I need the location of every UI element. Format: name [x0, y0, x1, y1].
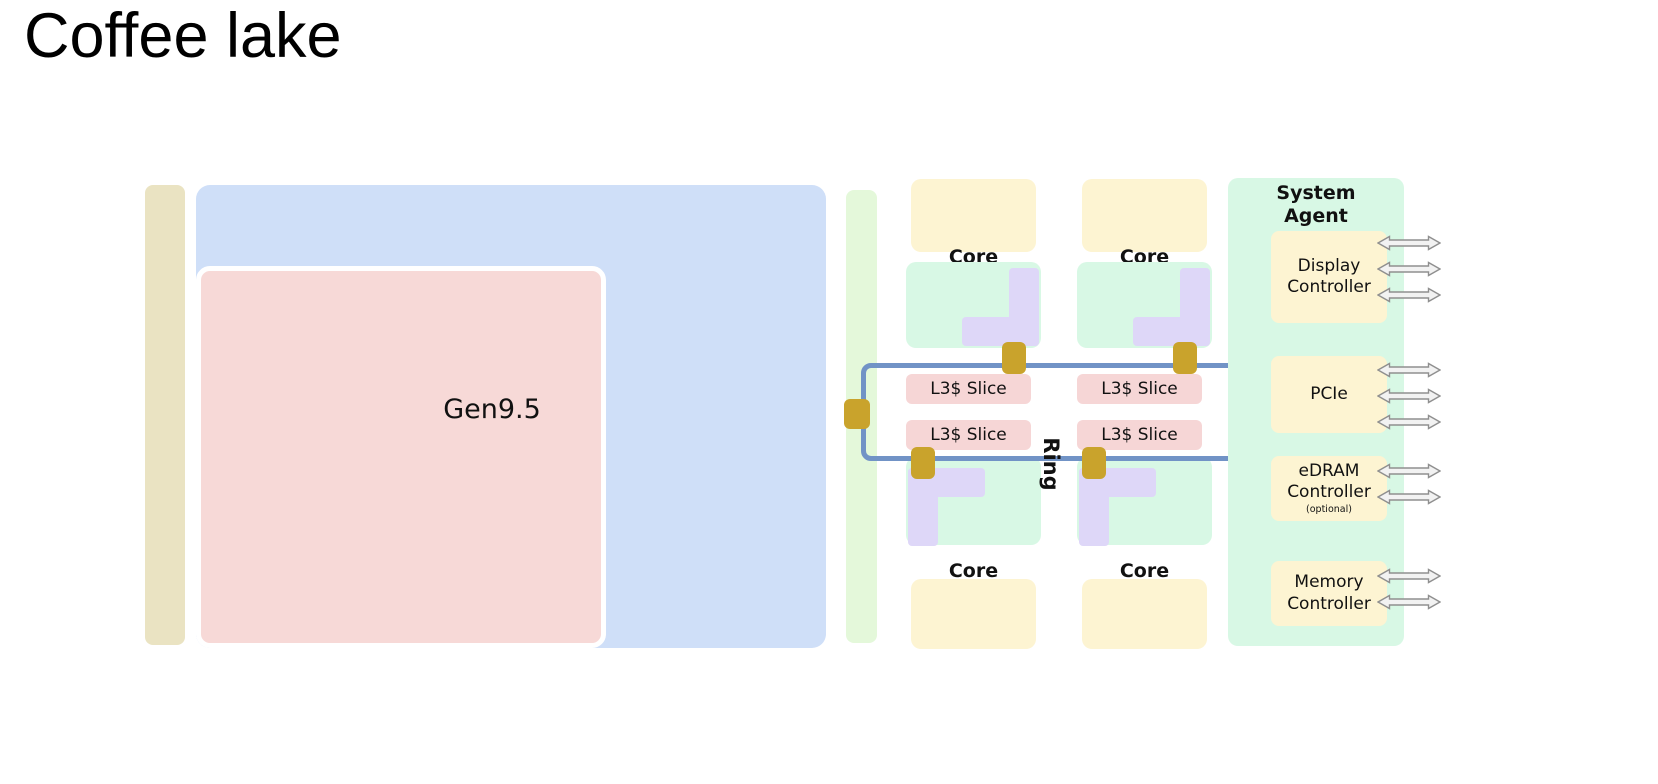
- l3-slice: L3$ Slice: [906, 374, 1031, 404]
- pcie-io-arrows: [1377, 361, 1441, 431]
- display-controller-block: Display Controller: [1271, 231, 1387, 323]
- memory-controller-label: Memory Controller: [1287, 572, 1371, 614]
- bidirectional-arrow-icon: [1377, 261, 1441, 277]
- l3-slice-label: L3$ Slice: [1101, 425, 1178, 445]
- page-title: Coffee lake: [24, 1, 342, 71]
- core-block: [1082, 179, 1207, 252]
- bidirectional-arrow-icon: [1377, 287, 1441, 303]
- display-io-arrows: [1377, 234, 1441, 304]
- ring-agent-node: [911, 447, 935, 479]
- edram-io-arrows: [1377, 462, 1441, 506]
- memory-io-arrows: [1377, 567, 1441, 611]
- core-label: Core: [948, 560, 999, 582]
- bidirectional-arrow-icon: [1377, 362, 1441, 378]
- pcie-block: PCIe: [1271, 356, 1387, 433]
- pcie-label: PCIe: [1310, 383, 1348, 404]
- ring-agent-node: [844, 399, 870, 429]
- edram-controller-block: eDRAM Controller (optional): [1271, 456, 1387, 521]
- edram-controller-label: eDRAM Controller: [1287, 461, 1371, 503]
- gpu-gen-label: Gen9.5: [443, 394, 541, 425]
- bidirectional-arrow-icon: [1377, 568, 1441, 584]
- gpu-gen-block: Gen9.5: [196, 266, 606, 648]
- bidirectional-arrow-icon: [1377, 414, 1441, 430]
- core-block: [911, 579, 1036, 649]
- left-tan-strip: [145, 185, 185, 645]
- bidirectional-arrow-icon: [1377, 489, 1441, 505]
- memory-controller-block: Memory Controller: [1271, 561, 1387, 626]
- core-label: Core: [1119, 560, 1170, 582]
- bidirectional-arrow-icon: [1377, 463, 1441, 479]
- bidirectional-arrow-icon: [1377, 594, 1441, 610]
- ring-agent-node: [1082, 447, 1106, 479]
- l3-slice-label: L3$ Slice: [930, 379, 1007, 399]
- ring-label: Ring: [1039, 437, 1063, 491]
- ring-agent-node: [1173, 342, 1197, 374]
- l3-slice: L3$ Slice: [1077, 420, 1202, 450]
- core-block: [1082, 579, 1207, 649]
- display-controller-label: Display Controller: [1287, 255, 1371, 297]
- l3-slice: L3$ Slice: [1077, 374, 1202, 404]
- bidirectional-arrow-icon: [1377, 235, 1441, 251]
- bidirectional-arrow-icon: [1377, 388, 1441, 404]
- system-agent-title: System Agent: [1276, 182, 1356, 227]
- ring-agent-node: [1002, 342, 1026, 374]
- l3-slice: L3$ Slice: [906, 420, 1031, 450]
- edram-optional-note: (optional): [1306, 503, 1352, 515]
- core-block: [911, 179, 1036, 252]
- l3-slice-label: L3$ Slice: [930, 425, 1007, 445]
- core-l2-foot: [1133, 317, 1210, 346]
- core-l2-foot: [962, 317, 1039, 346]
- l3-slice-label: L3$ Slice: [1101, 379, 1178, 399]
